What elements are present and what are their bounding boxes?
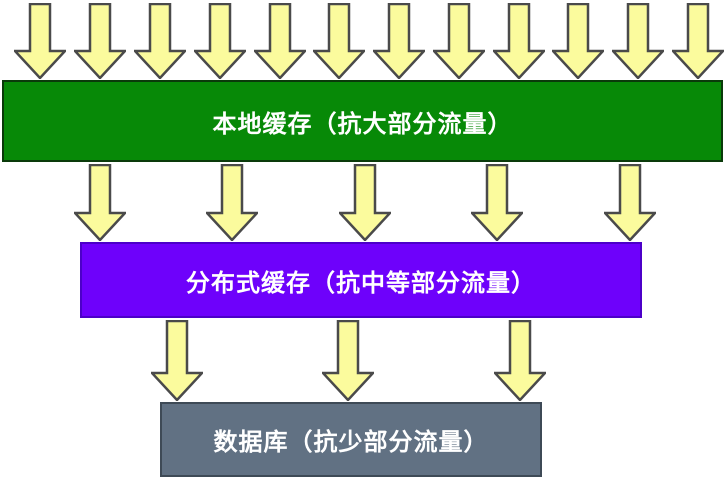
down-arrow-icon <box>14 3 66 79</box>
down-arrow-icon <box>74 164 126 241</box>
down-arrow-icon <box>493 3 545 79</box>
down-arrow-icon <box>74 3 126 79</box>
down-arrow-icon <box>471 164 523 241</box>
distributed-cache-box: 分布式缓存（抗中等部分流量） <box>80 242 642 318</box>
database-label: 数据库（抗少部分流量） <box>213 428 489 456</box>
down-arrow-icon <box>313 3 365 79</box>
down-arrow-icon <box>134 3 186 79</box>
down-arrow-icon <box>373 3 425 79</box>
down-arrow-icon <box>604 164 656 241</box>
down-arrow-icon <box>194 3 246 79</box>
down-arrow-icon <box>339 164 391 241</box>
down-arrow-icon <box>206 164 258 241</box>
database-box: 数据库（抗少部分流量） <box>160 402 542 477</box>
down-arrow-icon <box>254 3 306 79</box>
down-arrow-icon <box>151 320 203 401</box>
local-cache-label: 本地缓存（抗大部分流量） <box>212 109 513 138</box>
down-arrow-icon <box>494 320 546 401</box>
down-arrow-icon <box>322 320 374 401</box>
down-arrow-icon <box>612 3 664 79</box>
down-arrow-icon <box>552 3 604 79</box>
down-arrow-icon <box>433 3 485 79</box>
local-cache-box: 本地缓存（抗大部分流量） <box>2 80 723 162</box>
down-arrow-icon <box>672 3 724 79</box>
distributed-cache-label: 分布式缓存（抗中等部分流量） <box>186 268 536 297</box>
